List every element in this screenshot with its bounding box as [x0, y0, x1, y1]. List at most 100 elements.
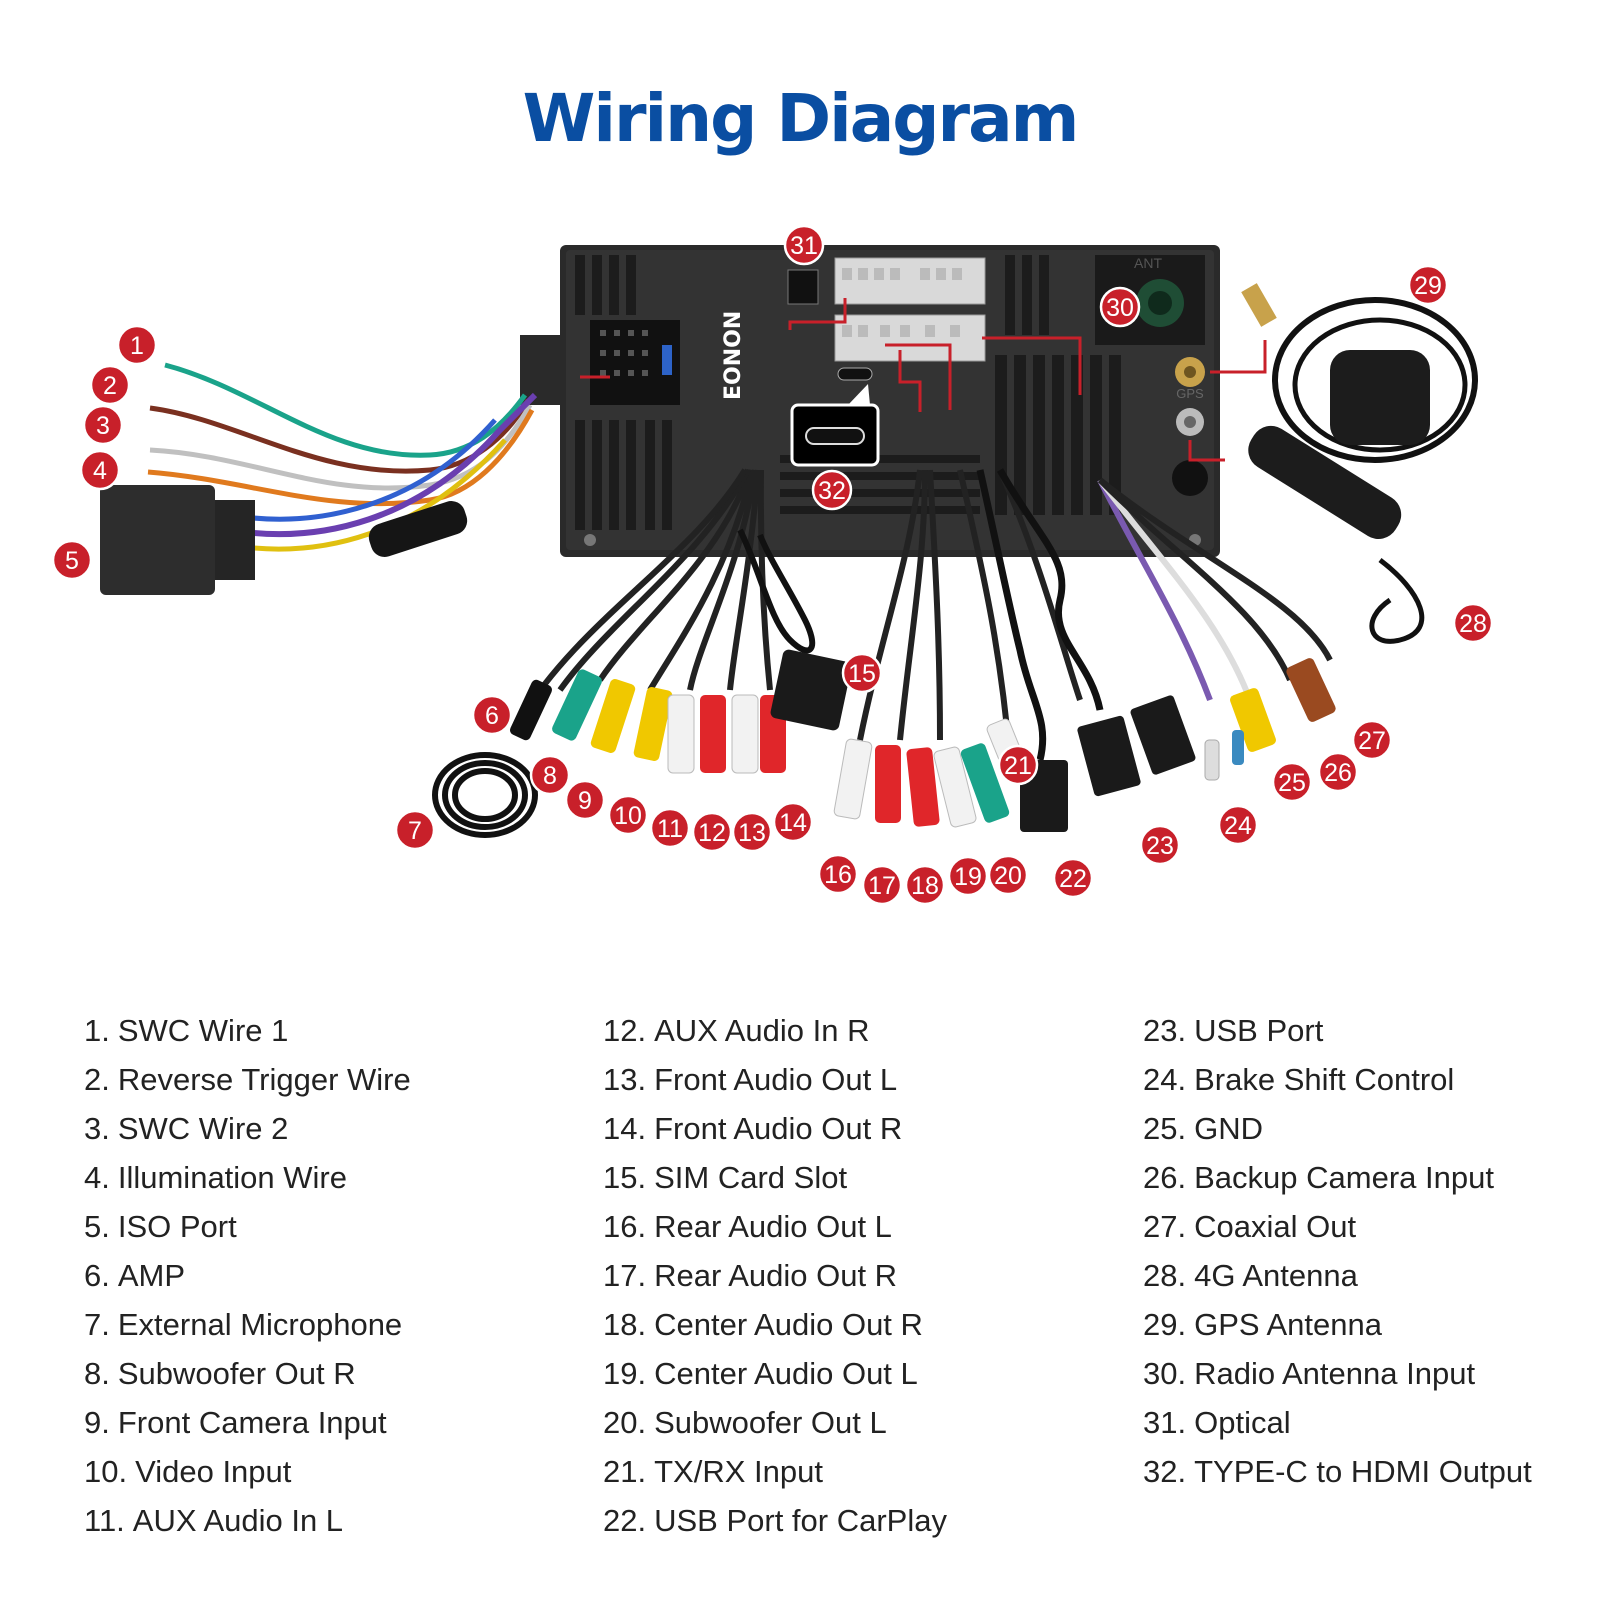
legend-item: 22.USB Port for CarPlay — [603, 1503, 947, 1538]
svg-text:24: 24 — [1224, 812, 1252, 840]
legend-item: 31.Optical — [1143, 1405, 1291, 1440]
svg-text:3: 3 — [96, 412, 110, 440]
legend-item: 6.AMP — [84, 1258, 186, 1293]
svg-text:9: 9 — [578, 787, 592, 815]
legend-item: 8.Subwoofer Out R — [84, 1356, 356, 1391]
callout-16: 16 — [817, 853, 859, 895]
gps-antenna — [1241, 283, 1478, 463]
legend-item: 14.Front Audio Out R — [603, 1111, 903, 1146]
page-title: Wiring Diagram — [522, 80, 1080, 157]
svg-text:27: 27 — [1358, 727, 1386, 755]
callout-badges: 1 2 3 4 5 6 7 8 9 10 11 12 13 14 15 16 1… — [51, 224, 1494, 906]
svg-text:18: 18 — [911, 872, 939, 900]
legend-item: 25.GND — [1143, 1111, 1263, 1146]
svg-text:7: 7 — [408, 817, 422, 845]
svg-text:19: 19 — [954, 863, 982, 891]
gps-label: GPS — [1176, 386, 1204, 401]
legend-column-1: 1.SWC Wire 1 2.Reverse Trigger Wire 3.SW… — [84, 1006, 564, 1545]
callout-13: 13 — [731, 811, 773, 853]
callout-28: 28 — [1452, 602, 1494, 644]
callout-27: 27 — [1351, 719, 1393, 761]
legend-item: 17.Rear Audio Out R — [603, 1258, 898, 1293]
legend-item: 2.Reverse Trigger Wire — [84, 1062, 411, 1097]
iso-harness — [100, 335, 560, 595]
callout-9: 9 — [564, 779, 606, 821]
svg-text:4: 4 — [93, 457, 107, 485]
callout-7: 7 — [394, 809, 436, 851]
callout-3: 3 — [82, 404, 124, 446]
brand-label: EONON — [721, 311, 746, 400]
legend-item: 11.AUX Audio In L — [84, 1503, 344, 1538]
legend-item: 16.Rear Audio Out L — [603, 1209, 892, 1244]
legend-item: 26.Backup Camera Input — [1143, 1160, 1494, 1195]
callout-29: 29 — [1407, 264, 1449, 306]
legend-item: 20.Subwoofer Out L — [603, 1405, 887, 1440]
callout-2: 2 — [89, 364, 131, 406]
callout-6: 6 — [471, 694, 513, 736]
callout-24: 24 — [1217, 804, 1259, 846]
callout-14: 14 — [772, 801, 814, 843]
legend-item: 13.Front Audio Out L — [603, 1062, 898, 1097]
legend-item: 15.SIM Card Slot — [603, 1160, 848, 1195]
callout-23: 23 — [1139, 824, 1181, 866]
svg-text:25: 25 — [1278, 769, 1306, 797]
legend-item: 27.Coaxial Out — [1143, 1209, 1357, 1244]
legend-item: 29.GPS Antenna — [1143, 1307, 1382, 1342]
legend-item: 5.ISO Port — [84, 1209, 237, 1244]
legend-item: 10.Video Input — [84, 1454, 292, 1489]
callout-32: 32 — [811, 469, 853, 511]
legend-item: 18.Center Audio Out R — [603, 1307, 923, 1342]
legend-column-3: 23.USB Port 24.Brake Shift Control 25.GN… — [1143, 1006, 1600, 1496]
svg-text:13: 13 — [738, 819, 766, 847]
svg-text:8: 8 — [543, 762, 557, 790]
callout-20: 20 — [987, 854, 1029, 896]
legend-column-2: 12.AUX Audio In R 13.Front Audio Out L 1… — [603, 1006, 1083, 1545]
svg-text:1: 1 — [130, 332, 144, 360]
svg-text:14: 14 — [779, 809, 807, 837]
legend-item: 30.Radio Antenna Input — [1143, 1356, 1476, 1391]
callout-19: 19 — [947, 855, 989, 897]
svg-text:5: 5 — [65, 547, 79, 575]
callout-17: 17 — [861, 864, 903, 906]
callout-1: 1 — [116, 324, 158, 366]
wiring-illustration: EONON ANT GPS — [51, 224, 1494, 906]
callout-11: 11 — [649, 807, 691, 849]
legend-item: 12.AUX Audio In R — [603, 1013, 870, 1048]
svg-text:29: 29 — [1414, 272, 1442, 300]
legend-item: 4.Illumination Wire — [84, 1160, 347, 1195]
legend-item: 19.Center Audio Out L — [603, 1356, 918, 1391]
svg-text:10: 10 — [614, 802, 642, 830]
head-unit: EONON ANT GPS — [560, 245, 1267, 557]
legend-item: 23.USB Port — [1143, 1013, 1324, 1048]
svg-text:30: 30 — [1106, 294, 1134, 322]
legend-item: 28.4G Antenna — [1143, 1258, 1358, 1293]
callout-10: 10 — [607, 794, 649, 836]
callout-31: 31 — [783, 224, 825, 266]
svg-text:17: 17 — [868, 872, 896, 900]
ant-label: ANT — [1134, 255, 1162, 271]
svg-text:32: 32 — [818, 477, 846, 505]
mic-coil — [432, 752, 538, 838]
callout-21: 21 — [997, 744, 1039, 786]
svg-text:20: 20 — [994, 862, 1022, 890]
4g-antenna — [1248, 425, 1425, 644]
svg-text:11: 11 — [657, 815, 683, 843]
callout-8: 8 — [529, 754, 571, 796]
svg-text:16: 16 — [824, 861, 852, 889]
usb-cables — [976, 468, 1196, 832]
legend-item: 1.SWC Wire 1 — [84, 1013, 289, 1048]
legend-item: 9.Front Camera Input — [84, 1405, 387, 1440]
svg-text:23: 23 — [1146, 832, 1174, 860]
legend-item: 7.External Microphone — [84, 1307, 403, 1342]
rca-bundle — [517, 468, 1333, 761]
svg-text:28: 28 — [1459, 610, 1487, 638]
svg-text:31: 31 — [790, 232, 818, 260]
callout-30: 30 — [1099, 286, 1141, 328]
legend-item: 21.TX/RX Input — [603, 1454, 823, 1489]
callout-4: 4 — [79, 449, 121, 491]
callout-18: 18 — [904, 864, 946, 906]
callout-5: 5 — [51, 539, 93, 581]
svg-text:6: 6 — [485, 702, 499, 730]
svg-text:22: 22 — [1059, 865, 1087, 893]
legend-item: 32.TYPE-C to HDMI Output — [1143, 1454, 1532, 1489]
